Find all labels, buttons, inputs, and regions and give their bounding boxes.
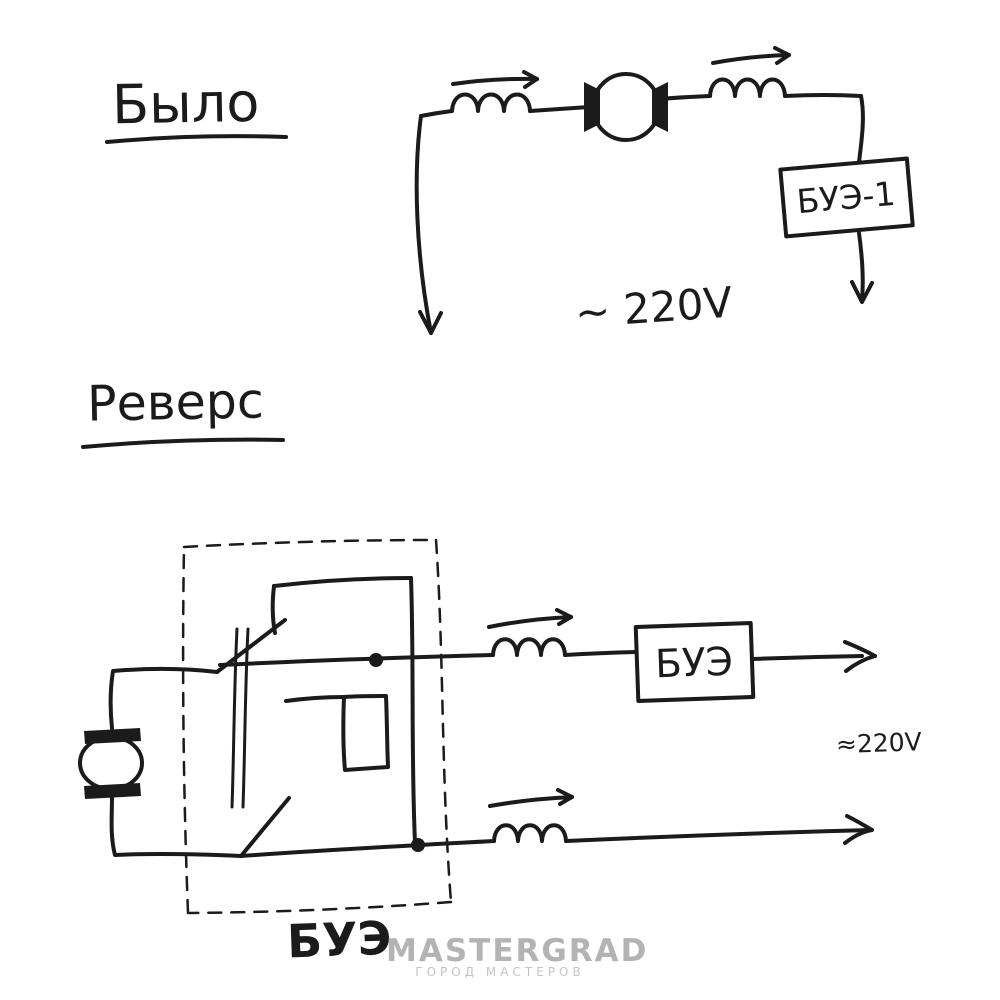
current-arrow (487, 615, 573, 629)
right-arrow-icon (556, 788, 574, 806)
wire-segment (783, 93, 863, 98)
control-box: БУЭ (633, 620, 756, 703)
inductor-icon (492, 823, 568, 843)
title-underline (105, 134, 288, 144)
switch-blade-bottom (239, 796, 291, 858)
watermark-tagline: ГОРОД МАСТЕРОВ (415, 965, 584, 979)
motor-brush-right (652, 82, 668, 132)
down-arrow-icon (418, 310, 443, 335)
motor-brush-left (584, 82, 600, 132)
motor-icon (78, 735, 144, 791)
wire-segment (657, 94, 712, 101)
wire-segment (528, 105, 591, 113)
switch-unit-label: БУЭ (286, 911, 392, 969)
title-underline (81, 437, 285, 449)
watermark-brand: MASTERGRAD (386, 933, 648, 969)
right-arrow-icon (773, 46, 791, 65)
inductor-icon (491, 637, 567, 657)
right-arrow-icon (843, 814, 874, 845)
wire-segment (563, 650, 639, 657)
switch-link-bar (241, 627, 250, 809)
right-arrow-icon (843, 640, 877, 673)
output-wire-top (218, 653, 495, 667)
right-supply-wire (857, 231, 865, 301)
dashed-enclosure (181, 538, 453, 915)
motor-icon (591, 72, 661, 142)
control-box-outline (778, 156, 915, 239)
inductor-icon (450, 92, 532, 113)
inductor-icon (708, 77, 787, 98)
right-arrow-icon (522, 70, 539, 89)
reverse-circuit: Реверс БУЭ (78, 373, 922, 969)
junction-dot (369, 653, 383, 667)
current-arrow (451, 76, 539, 86)
cross-wire-left (270, 584, 277, 635)
switch-link-bar (230, 627, 239, 809)
down-arrow-icon (850, 280, 874, 304)
control-box: БУЭ-1 (778, 156, 915, 239)
voltage-label: ~ 220V (573, 278, 734, 338)
left-supply-wire (414, 114, 433, 335)
top-circuit-title: Было (112, 71, 260, 137)
watermark: MASTERGRAD ГОРОД МАСТЕРОВ (386, 933, 648, 979)
motor-brush-bottom (84, 783, 141, 799)
original-circuit: Было БУЭ-1 ~ 220V (105, 46, 915, 338)
inner-wire (284, 695, 346, 703)
wire-segment (857, 94, 865, 164)
wire-segment (419, 109, 454, 118)
wire-segment (564, 828, 872, 843)
output-wire-bottom (239, 839, 496, 858)
current-arrow (488, 795, 574, 808)
cross-wire-right (409, 576, 417, 844)
control-box-label: БУЭ (654, 640, 733, 688)
inner-loop-wire (341, 694, 390, 772)
right-arrow-icon (555, 608, 573, 626)
cross-wire-top (272, 576, 413, 588)
current-arrow (711, 53, 791, 65)
reverse-circuit-title: Реверс (87, 373, 265, 433)
control-box-label: БУЭ-1 (795, 174, 897, 221)
motor-lead-bottom (109, 795, 243, 858)
motor-brush-top (84, 728, 141, 744)
voltage-label: ≈220V (835, 727, 922, 759)
wire-segment (750, 654, 864, 661)
motor-lead-top (108, 666, 219, 730)
junction-dot (411, 838, 425, 852)
